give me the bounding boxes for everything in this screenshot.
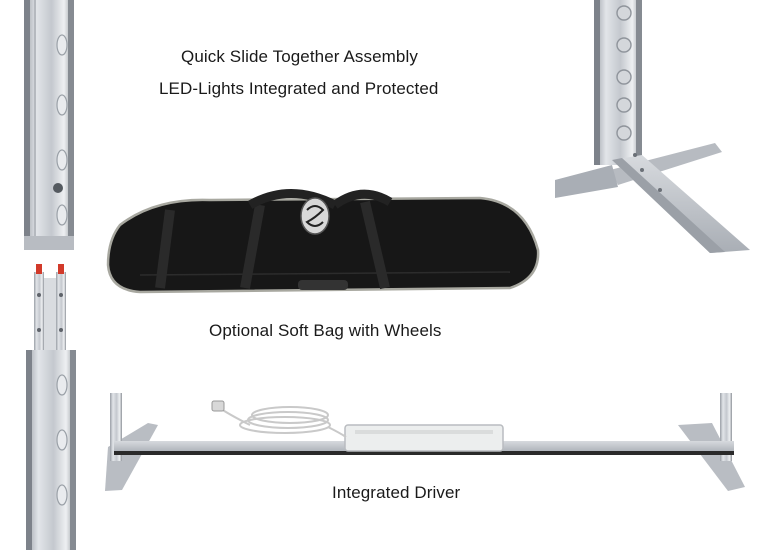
- caption-led-lights: LED-Lights Integrated and Protected: [159, 79, 439, 98]
- pole-joint-image: [26, 264, 76, 550]
- screw-icon: [53, 183, 63, 193]
- brand-logo-patch: [300, 197, 330, 235]
- soft-bag-image: [106, 189, 540, 294]
- caption-soft-bag: Optional Soft Bag with Wheels: [209, 321, 442, 340]
- integrated-driver-image: [105, 393, 745, 491]
- plug-icon: [211, 400, 225, 412]
- caption-integrated-driver: Integrated Driver: [332, 483, 461, 502]
- pole-base-image: [555, 0, 750, 253]
- pole-upper-left-image: [24, 0, 74, 250]
- caption-quick-assembly: Quick Slide Together Assembly: [181, 47, 418, 66]
